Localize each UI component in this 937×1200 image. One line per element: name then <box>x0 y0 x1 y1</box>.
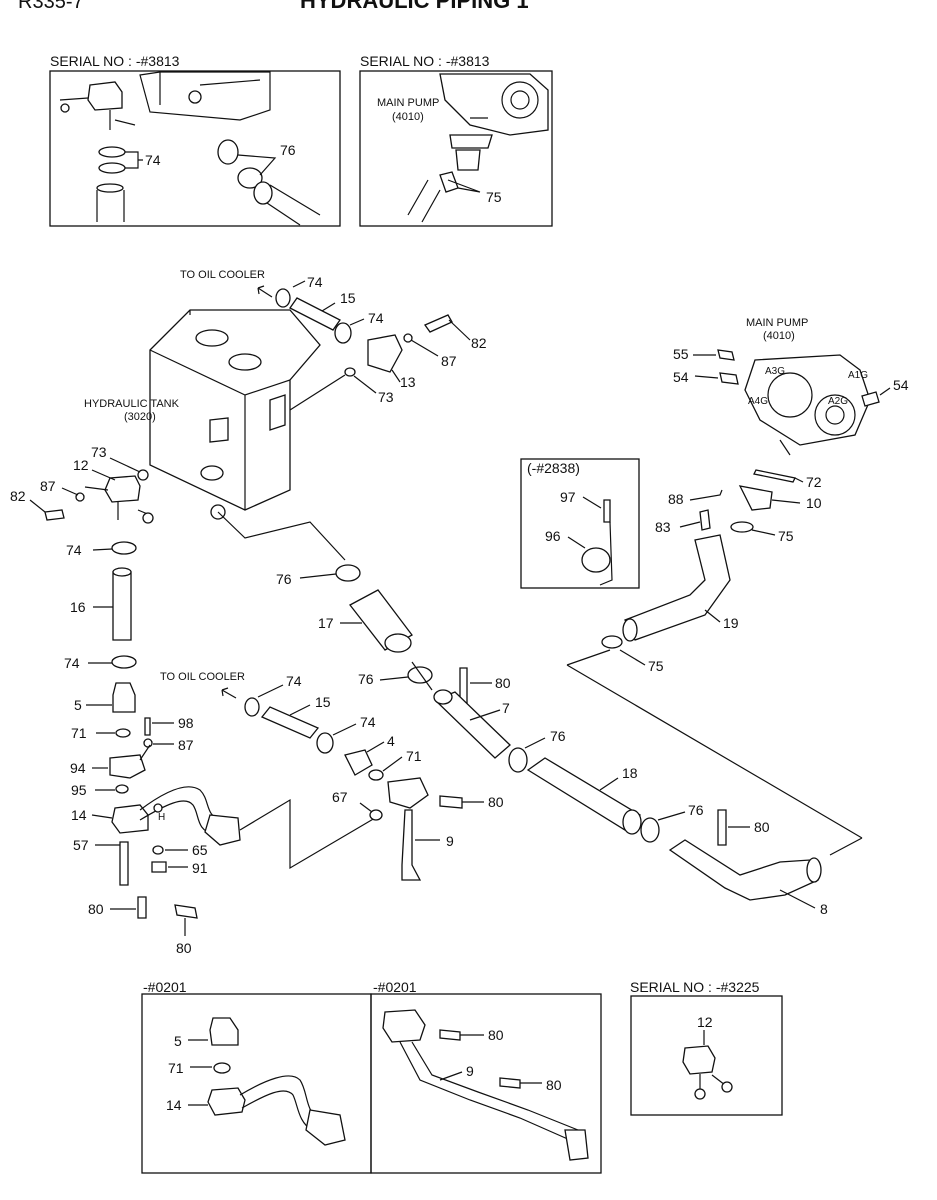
callout-4: 4 <box>387 733 395 749</box>
callout-87-b: 87 <box>40 478 56 494</box>
callout-12: 12 <box>73 457 89 473</box>
callout-71-a: 71 <box>71 725 87 741</box>
callout-7: 7 <box>502 700 510 716</box>
callout-73-a: 73 <box>378 389 394 405</box>
callout-74-c: 74 <box>66 542 82 558</box>
callout-19: 19 <box>723 615 739 631</box>
callout-87-a: 87 <box>441 353 457 369</box>
callout-83: 83 <box>655 519 671 535</box>
inset-b-callout-75: 75 <box>486 189 502 205</box>
inset-d-callout-14: 14 <box>166 1097 182 1113</box>
inset-e-callout-9: 9 <box>466 1063 474 1079</box>
inset-b-caption-code: (4010) <box>392 111 424 123</box>
inset-a-callout-76: 76 <box>280 142 296 158</box>
callout-91: 91 <box>192 860 208 876</box>
callout-5: 5 <box>74 697 82 713</box>
callout-80-c: 80 <box>495 675 511 691</box>
callout-73-b: 73 <box>91 444 107 460</box>
inset-a: SERIAL NO : -#3813 74 76 <box>49 53 341 227</box>
inset-b-caption-main-pump: MAIN PUMP <box>377 97 439 109</box>
callout-65: 65 <box>192 842 208 858</box>
port-label-a3g: A3G <box>765 366 785 377</box>
callout-80-b: 80 <box>176 940 192 956</box>
callout-74-b: 74 <box>368 310 384 326</box>
caption-hydraulic-tank-code: (3020) <box>124 411 156 423</box>
inset-d-callout-71: 71 <box>168 1060 184 1076</box>
inset-e: -#0201 80 9 80 <box>370 979 602 1174</box>
port-label-a1g: A1G <box>848 370 868 381</box>
inset-e-callout-80-a: 80 <box>488 1027 504 1043</box>
callout-72: 72 <box>806 474 822 490</box>
page-title: HYDRAULIC PIPING 1 <box>300 0 529 13</box>
callout-87-c: 87 <box>178 737 194 753</box>
inset-c-header: (-#2838) <box>527 460 580 476</box>
caption-to-oil-cooler-1: TO OIL COOLER <box>180 269 265 281</box>
port-label-a2g: A2G <box>828 396 848 407</box>
callout-74-f: 74 <box>360 714 376 730</box>
inset-e-callout-80-b: 80 <box>546 1077 562 1093</box>
callout-76-d: 76 <box>688 802 704 818</box>
callout-82-a: 82 <box>471 335 487 351</box>
callout-13: 13 <box>400 374 416 390</box>
callout-94: 94 <box>70 760 86 776</box>
main-pump <box>744 354 871 456</box>
inset-c-callout-96: 96 <box>545 528 561 544</box>
inset-d: -#0201 5 71 14 <box>141 979 372 1174</box>
callout-80-e: 80 <box>754 819 770 835</box>
callout-74-d: 74 <box>64 655 80 671</box>
callout-74-a: 74 <box>307 274 323 290</box>
callout-17: 17 <box>318 615 334 631</box>
callout-95: 95 <box>71 782 87 798</box>
inset-b-header: SERIAL NO : -#3813 <box>360 53 490 69</box>
callout-74-e: 74 <box>286 673 302 689</box>
caption-to-oil-cooler-2: TO OIL COOLER <box>160 671 245 683</box>
callout-10: 10 <box>806 495 822 511</box>
caption-main-pump: MAIN PUMP <box>746 317 808 329</box>
callout-80-a: 80 <box>88 901 104 917</box>
callout-57: 57 <box>73 837 89 853</box>
caption-hydraulic-tank: HYDRAULIC TANK <box>84 398 180 410</box>
inset-e-header: -#0201 <box>373 979 417 995</box>
callout-82-b: 82 <box>10 488 26 504</box>
callout-54-b: 54 <box>893 377 909 393</box>
port-label-a4g: A4G <box>748 396 768 407</box>
callout-14: 14 <box>71 807 87 823</box>
inset-a-callout-74: 74 <box>145 152 161 168</box>
callout-9: 9 <box>446 833 454 849</box>
callout-76-a: 76 <box>276 571 292 587</box>
callout-55: 55 <box>673 346 689 362</box>
callout-75-b: 75 <box>648 658 664 674</box>
callout-88: 88 <box>668 491 684 507</box>
callout-71-b: 71 <box>406 748 422 764</box>
callout-98: 98 <box>178 715 194 731</box>
callout-54-a: 54 <box>673 369 689 385</box>
callout-15-b: 15 <box>315 694 331 710</box>
callout-18: 18 <box>622 765 638 781</box>
inset-a-header: SERIAL NO : -#3813 <box>50 53 180 69</box>
callout-76-c: 76 <box>550 728 566 744</box>
callout-76-b: 76 <box>358 671 374 687</box>
caption-main-pump-code: (4010) <box>763 330 795 342</box>
inset-d-header: -#0201 <box>143 979 187 995</box>
inset-f: SERIAL NO : -#3225 12 <box>630 979 783 1116</box>
inset-f-callout-12: 12 <box>697 1014 713 1030</box>
inset-f-header: SERIAL NO : -#3225 <box>630 979 760 995</box>
callout-16: 16 <box>70 599 86 615</box>
port-label-h: H <box>158 812 165 823</box>
inset-d-callout-5: 5 <box>174 1033 182 1049</box>
callout-8: 8 <box>820 901 828 917</box>
callout-75-a: 75 <box>778 528 794 544</box>
inset-c: (-#2838) 97 96 <box>520 458 640 589</box>
hydraulic-tank <box>149 309 321 520</box>
callout-15-a: 15 <box>340 290 356 306</box>
inset-b: SERIAL NO : -#3813 MAIN PUMP (4010) 75 <box>359 53 553 227</box>
callout-80-d: 80 <box>488 794 504 810</box>
callout-67: 67 <box>332 789 348 805</box>
inset-c-callout-97: 97 <box>560 489 576 505</box>
page-code: R335-7 <box>18 0 84 13</box>
